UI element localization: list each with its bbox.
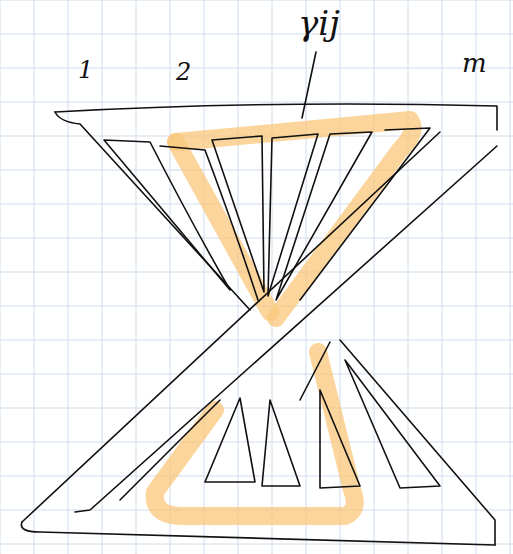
- grid-line: [0, 34, 513, 35]
- curve-label: γij: [298, 6, 340, 40]
- grid-line: [0, 68, 513, 69]
- grid-line: [136, 0, 137, 554]
- grid-line: [0, 476, 513, 477]
- grid-line: [0, 170, 513, 171]
- grid-line: [102, 0, 103, 554]
- grid-line: [0, 102, 513, 103]
- grid-line: [408, 0, 409, 554]
- grid-line: [442, 0, 443, 554]
- band-number: 1: [78, 58, 93, 82]
- grid-line: [510, 0, 511, 554]
- grid-line: [476, 0, 477, 554]
- grid-line: [272, 0, 273, 554]
- grid-line: [0, 238, 513, 239]
- grid-line: [68, 0, 69, 554]
- band-number: 2: [176, 60, 191, 84]
- ribbon-outline: [21, 52, 497, 545]
- grid-line: [0, 374, 513, 375]
- grid-line: [0, 442, 513, 443]
- grid-line: [0, 0, 1, 554]
- grid-line: [238, 0, 239, 554]
- grid-line: [34, 0, 35, 554]
- grid-line: [0, 340, 513, 341]
- highlight-curve: [155, 120, 413, 516]
- grid-line: [374, 0, 375, 554]
- band-number: m: [462, 50, 487, 76]
- grid-line: [0, 0, 513, 1]
- grid-line: [204, 0, 205, 554]
- grid-line: [0, 408, 513, 409]
- grid-line: [0, 204, 513, 205]
